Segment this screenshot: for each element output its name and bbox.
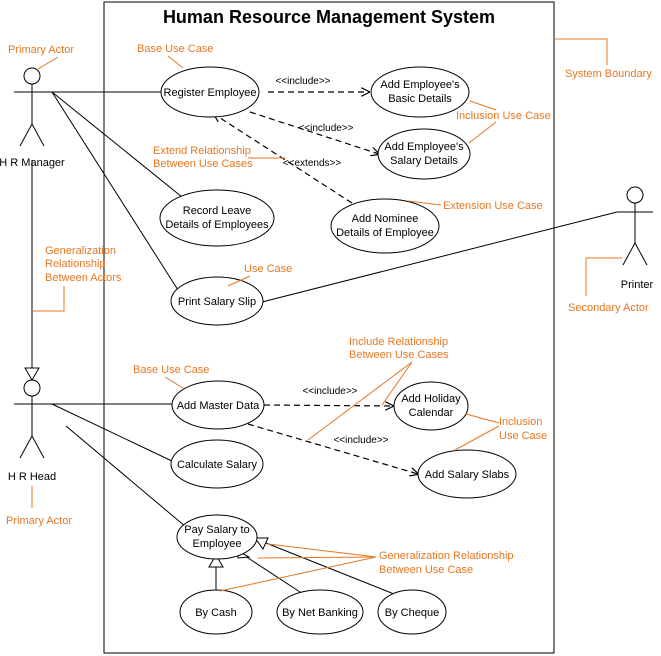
use-case-record-leave[interactable]: Record Leave Details of Employees	[159, 189, 275, 247]
use-case-label: By Net Banking	[282, 607, 358, 619]
svg-text:Between Actors: Between Actors	[45, 272, 122, 284]
annotation-extension-use-case: Extension Use Case	[407, 200, 543, 212]
use-case-label: Print Salary Slip	[178, 296, 256, 308]
actor-label: H R Head	[8, 471, 56, 483]
use-case-register-employee[interactable]: Register Employee	[160, 66, 260, 118]
use-case-label-line-2: Salary Details	[390, 155, 458, 167]
use-case-label: By Cash	[195, 607, 237, 619]
annotation-base-use-case-top: Base Use Case	[137, 43, 213, 69]
svg-text:Between Use Cases: Between Use Cases	[153, 158, 253, 170]
annotation-extend-relationship: Extend Relationship Between Use Cases	[153, 145, 285, 170]
svg-text:Extension Use Case: Extension Use Case	[443, 200, 543, 212]
use-case-by-cash[interactable]: By Cash	[179, 589, 253, 635]
svg-text:Include Relationship: Include Relationship	[349, 336, 448, 348]
include-label: <<include>>	[298, 123, 353, 134]
associations	[51, 91, 618, 528]
use-case-label-line-2: Details of Employees	[165, 219, 269, 231]
annotation-base-use-case-bottom: Base Use Case	[133, 364, 209, 389]
use-case-label-line-1: Record Leave	[183, 205, 252, 217]
include-label: <<include>>	[275, 76, 330, 87]
annotation-inclusion-use-case-2: Inclusion Use Case	[454, 413, 547, 451]
svg-text:Generalization Relationship: Generalization Relationship	[379, 550, 514, 562]
use-case-label: Register Employee	[164, 87, 257, 99]
diagram-title: Human Resource Management System	[163, 7, 495, 27]
svg-text:System Boundary: System Boundary	[565, 68, 652, 80]
svg-text:Use Case: Use Case	[244, 263, 292, 275]
svg-text:Between Use Case: Between Use Case	[379, 564, 473, 576]
use-case-label-line-1: Add Employee's	[380, 79, 460, 91]
actor-printer[interactable]: Printer	[617, 186, 654, 291]
generalization-by-net-banking	[244, 555, 301, 593]
svg-text:Primary Actor: Primary Actor	[8, 44, 74, 56]
svg-text:Base Use Case: Base Use Case	[133, 364, 209, 376]
include-label: <<include>>	[302, 386, 357, 397]
annotation-primary-actor-bottom: Primary Actor	[6, 486, 72, 527]
use-case-add-salary-details[interactable]: Add Employee's Salary Details	[377, 128, 471, 180]
svg-text:Between Use Cases: Between Use Cases	[349, 349, 449, 361]
use-case-label: Calculate Salary	[177, 459, 258, 471]
annotation-use-case: Use Case	[227, 263, 292, 287]
use-case-label-line-1: Add Nominee	[352, 213, 419, 225]
svg-text:Inclusion: Inclusion	[499, 416, 542, 428]
annotation-primary-actor-top: Primary Actor	[8, 44, 74, 70]
use-case-calculate-salary[interactable]: Calculate Salary	[170, 439, 264, 489]
use-case-add-master-data[interactable]: Add Master Data	[171, 380, 265, 430]
actor-hr-manager[interactable]: H R Manager	[0, 67, 65, 169]
use-case-label: Add Salary Slabs	[425, 469, 510, 481]
svg-text:Base Use Case: Base Use Case	[137, 43, 213, 55]
use-case-pay-salary[interactable]: Pay Salary to Employee	[176, 514, 258, 560]
svg-text:Generalization: Generalization	[45, 245, 116, 257]
svg-text:Inclusion Use Case: Inclusion Use Case	[456, 110, 551, 122]
generalization-by-cheque	[265, 542, 400, 597]
extends-label: <<extends>>	[283, 158, 342, 169]
use-case-add-basic-details[interactable]: Add Employee's Basic Details	[370, 66, 470, 118]
annotation-generalization-use-case: Generalization Relationship Between Use …	[219, 543, 514, 592]
annotation-include-relationship: Include Relationship Between Use Cases	[307, 336, 449, 441]
actor-hr-head[interactable]: H R Head	[8, 379, 56, 483]
svg-text:Extend Relationship: Extend Relationship	[153, 145, 251, 157]
annotation-system-boundary: System Boundary	[555, 38, 652, 80]
use-case-label-line-1: Add Holiday	[401, 393, 461, 405]
use-case-label-line-2: Employee	[193, 538, 242, 550]
include-salary-details	[249, 111, 379, 154]
actor-label: Printer	[621, 279, 654, 291]
svg-text:Use Case: Use Case	[499, 430, 547, 442]
use-case-label-line-2: Basic Details	[388, 93, 452, 105]
use-case-print-salary-slip[interactable]: Print Salary Slip	[170, 276, 264, 326]
use-case-add-holiday-calendar[interactable]: Add Holiday Calendar	[393, 381, 469, 431]
system-boundary	[103, 1, 555, 654]
use-case-by-net-banking[interactable]: By Net Banking	[276, 589, 364, 635]
actor-generalization-arrow	[24, 367, 40, 381]
use-case-by-cheque[interactable]: By Cheque	[377, 589, 447, 635]
generalization-arrow	[254, 537, 269, 550]
annotation-secondary-actor: Secondary Actor	[568, 257, 649, 314]
use-case-label-line-1: Pay Salary to	[184, 524, 249, 536]
use-case-add-salary-slabs[interactable]: Add Salary Slabs	[417, 449, 517, 499]
generalization-arrow	[208, 554, 224, 568]
use-case-label: By Cheque	[385, 607, 439, 619]
actor-label: H R Manager	[0, 157, 65, 169]
svg-text:Secondary Actor: Secondary Actor	[568, 302, 649, 314]
svg-text:Primary Actor: Primary Actor	[6, 515, 72, 527]
annotation-generalization-actors: Generalization Relationship Between Acto…	[33, 245, 122, 312]
use-case-label-line-2: Details of Employee	[336, 227, 434, 239]
include-salary-slabs	[247, 423, 418, 474]
use-case-add-nominee[interactable]: Add Nominee Details of Employee	[330, 198, 440, 254]
include-label: <<include>>	[333, 435, 388, 446]
use-case-label-line-2: Calendar	[409, 407, 454, 419]
use-case-label-line-1: Add Employee's	[384, 141, 464, 153]
svg-text:Relationship: Relationship	[45, 258, 106, 270]
use-case-label: Add Master Data	[177, 400, 260, 412]
include-holiday-calendar	[263, 405, 393, 406]
annotation-inclusion-use-case: Inclusion Use Case	[456, 100, 551, 144]
